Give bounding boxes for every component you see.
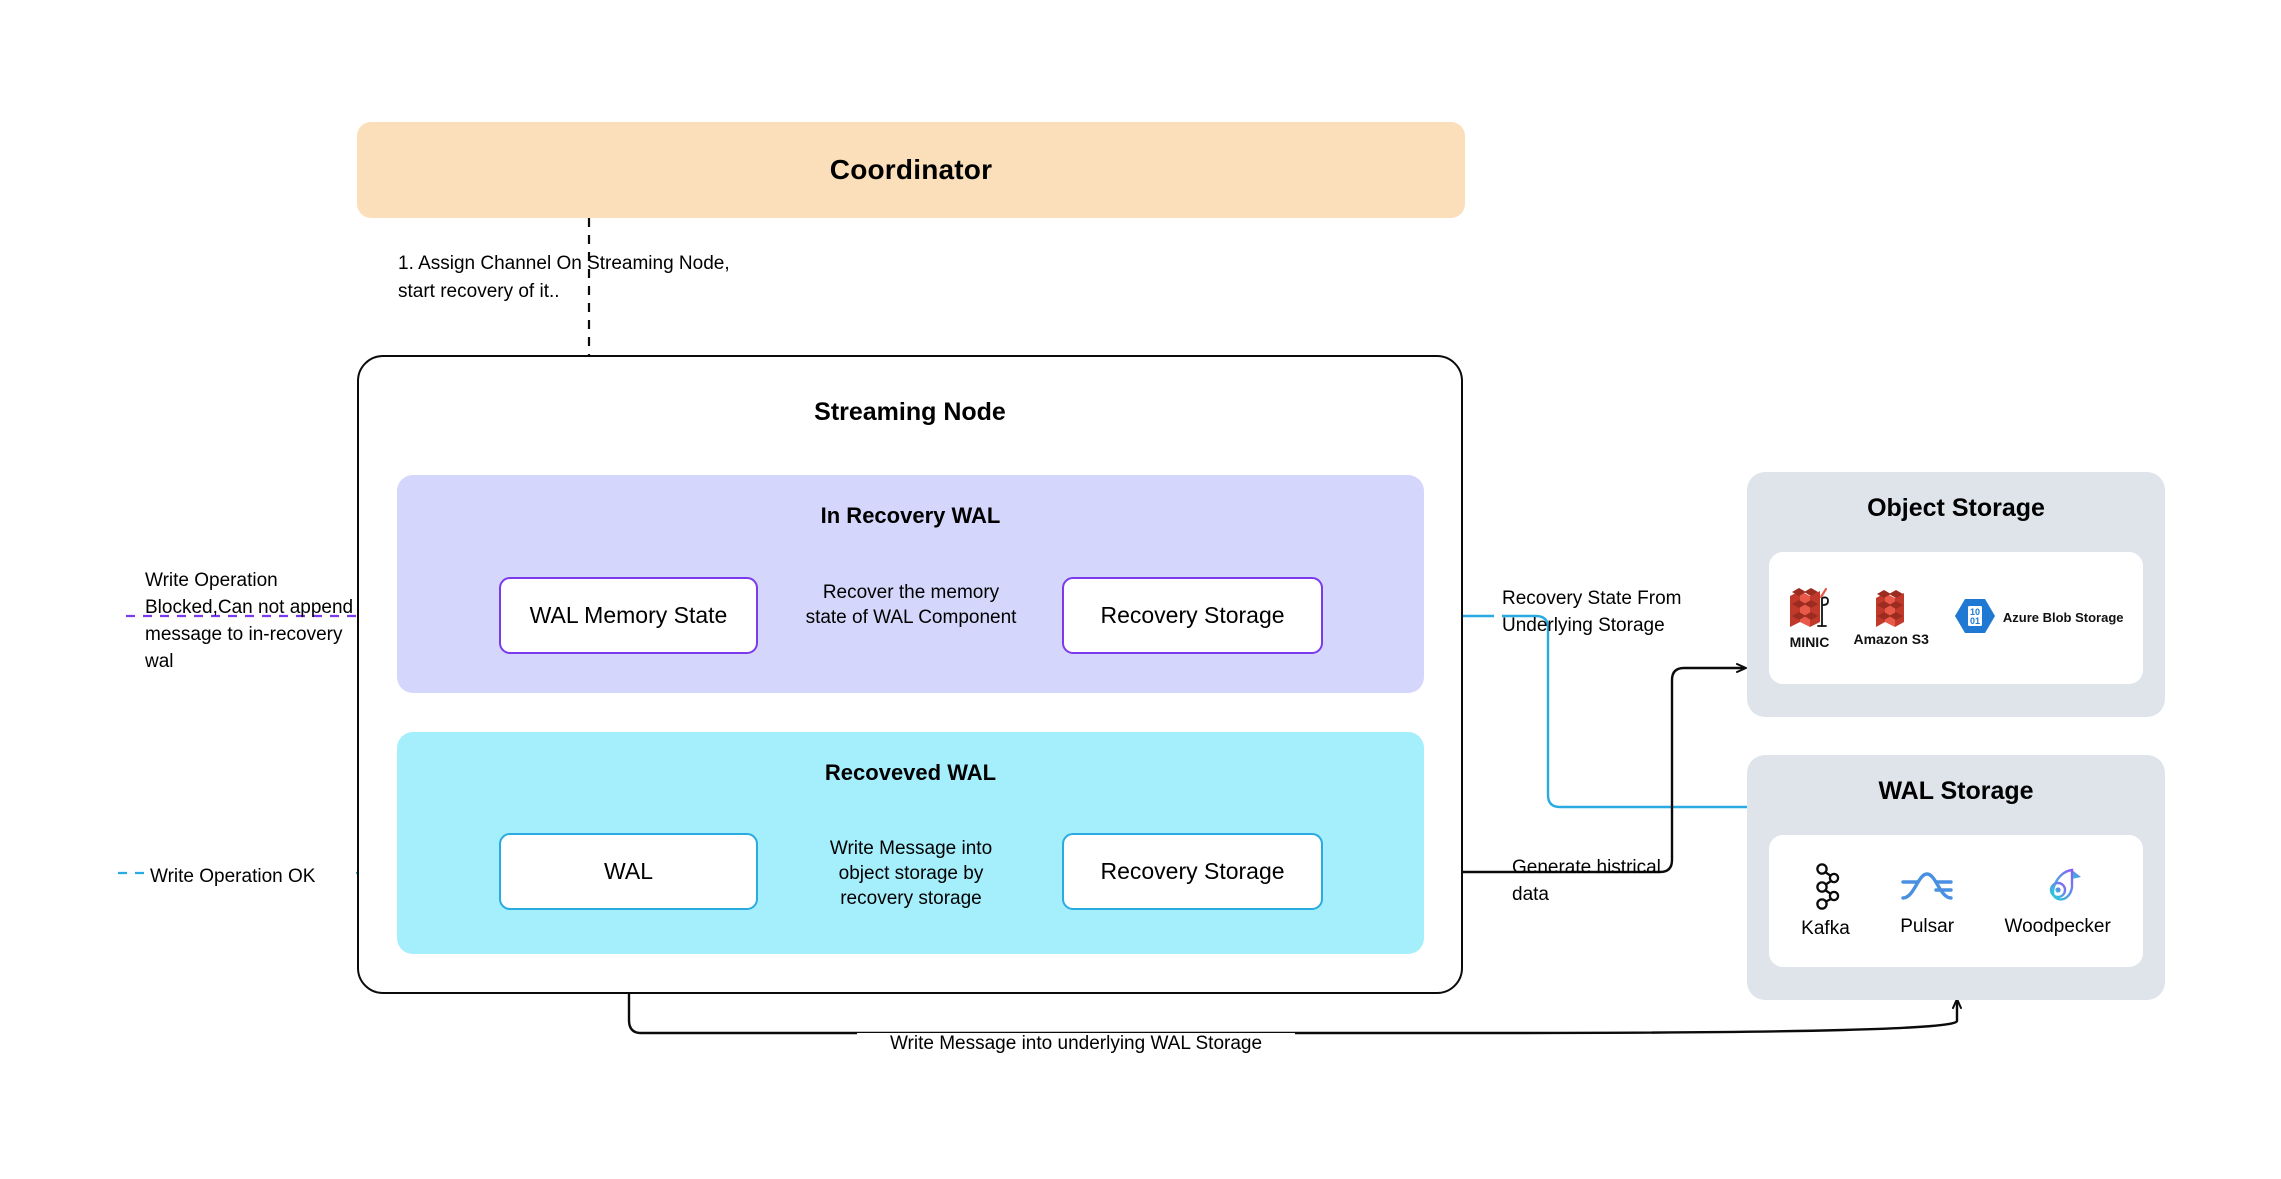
svg-text:10: 10 (1970, 607, 1980, 617)
group-wal-storage-title: WAL Storage (1878, 777, 2034, 805)
group-object-storage-card: MINIC Amazon (1769, 552, 2143, 684)
annotation-generate-historical-data: Generate histrical data (1512, 857, 1661, 905)
box-recovery-storage-in-recovery-label: Recovery Storage (1100, 602, 1285, 628)
box-wal[interactable]: WAL (499, 833, 758, 910)
group-object-storage[interactable]: Object Storage (1747, 472, 2165, 717)
coordinator-box[interactable]: Coordinator (357, 122, 1465, 218)
annotation-write-operation-ok: Write Operation OK (148, 864, 352, 891)
panel-recoveved-wal-title: Recoveved WAL (824, 760, 997, 785)
edge-label-write-message-object-storage: Write Message into object storage by rec… (829, 838, 993, 910)
annotation-write-operation-blocked: Write Operation Blocked,Can not append m… (145, 570, 354, 672)
box-recovery-storage-in-recovery[interactable]: Recovery Storage (1062, 577, 1323, 654)
logo-kafka-label: Kafka (1801, 918, 1850, 939)
azure-blob-storage-icon: 10 01 (1952, 593, 1998, 644)
box-wal-memory-state-label: WAL Memory State (529, 602, 728, 628)
edge-label-recover-memory-state: Recover the memory state of WAL Componen… (805, 582, 1017, 629)
logo-amazon-s3-label: Amazon S3 (1853, 631, 1929, 647)
pulsar-icon (1898, 864, 1956, 913)
woodpecker-icon (2031, 864, 2085, 913)
kafka-icon (1808, 862, 1842, 915)
logo-pulsar-label: Pulsar (1900, 916, 1955, 937)
box-recovery-storage-recoveved-label: Recovery Storage (1100, 858, 1285, 884)
panel-in-recovery-wal-title: In Recovery WAL (820, 503, 1001, 528)
logo-azure-blob-storage[interactable]: 10 01 Azure Blob Storage (1952, 593, 2124, 644)
group-wal-storage-card: Kafka Pulsar (1769, 835, 2143, 967)
logo-minio[interactable]: MINIC (1788, 586, 1830, 650)
logo-woodpecker-label: Woodpecker (2004, 916, 2111, 937)
group-wal-storage[interactable]: WAL Storage (1747, 755, 2165, 1000)
amazon-s3-icon (1874, 589, 1908, 629)
logo-woodpecker[interactable]: Woodpecker (2004, 864, 2111, 938)
annotation-write-underlying-wal-storage: Write Message into underlying WAL Storag… (857, 1033, 1295, 1055)
group-object-storage-title: Object Storage (1867, 494, 2045, 522)
flow-step-label: 1. Assign Channel On Streaming Node, sta… (398, 250, 798, 305)
flow-step-line-1: 1. Assign Channel On Streaming Node, (398, 253, 730, 274)
logo-azure-blob-storage-label: Azure Blob Storage (2002, 609, 2124, 625)
box-wal-label: WAL (604, 858, 653, 884)
logo-minio-label: MINIC (1789, 634, 1830, 650)
svg-text:01: 01 (1970, 616, 1980, 626)
streaming-node-title: Streaming Node (814, 398, 1006, 426)
minio-icon (1788, 586, 1830, 632)
logo-kafka[interactable]: Kafka (1801, 862, 1850, 940)
box-wal-memory-state[interactable]: WAL Memory State (499, 577, 758, 654)
box-recovery-storage-recoveved[interactable]: Recovery Storage (1062, 833, 1323, 910)
flow-step-line-2: start recovery of it.. (398, 280, 560, 302)
annotation-recovery-state-from-underlying-storage: Recovery State From Underlying Storage (1502, 588, 1682, 636)
coordinator-title: Coordinator (829, 154, 993, 185)
logo-pulsar[interactable]: Pulsar (1898, 864, 1956, 938)
logo-amazon-s3[interactable]: Amazon S3 (1853, 589, 1929, 647)
